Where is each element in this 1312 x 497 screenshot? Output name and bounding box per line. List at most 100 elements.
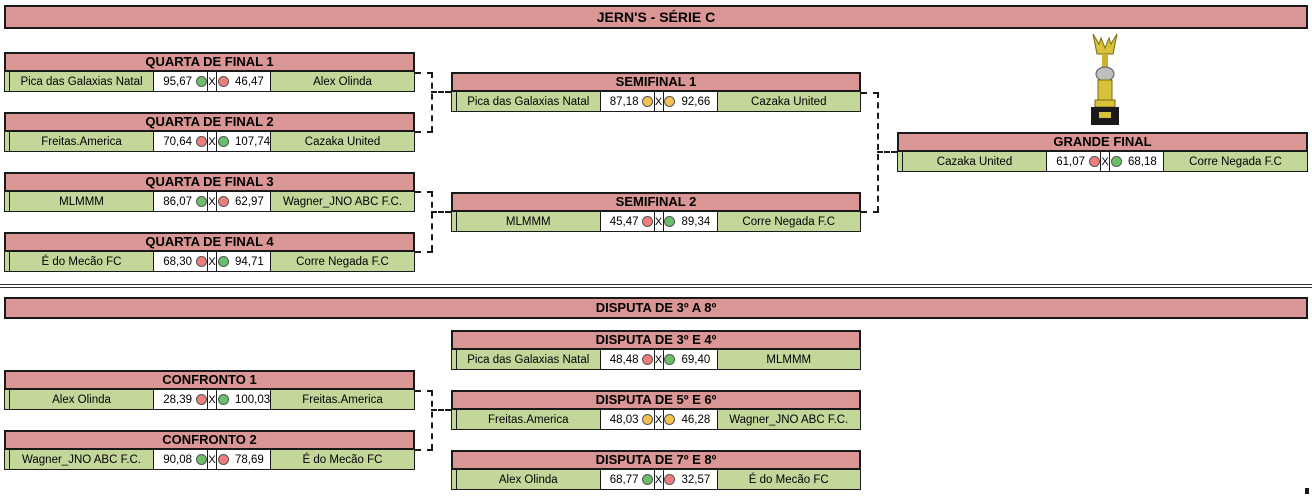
row-edge: [452, 470, 457, 489]
qf4-match-row[interactable]: É do Mecão FC 68,30 X 94,71 Corre Negada…: [4, 252, 415, 272]
vs-marker: X: [653, 410, 664, 429]
loss-indicator-icon: [195, 390, 207, 409]
sf2-away-score: 89,34: [675, 212, 718, 231]
qf2-match-row[interactable]: Freitas.America 70,64 X 107,74 Cazaka Un…: [4, 132, 415, 152]
sf2-away-team: Corre Negada F.C: [742, 215, 836, 228]
win-indicator-icon: [217, 252, 229, 271]
vs-marker: X: [207, 192, 217, 211]
qf3-away-team: Wagner_JNO ABC F.C.: [282, 195, 403, 208]
qf2-header: QUARTA DE FINAL 2: [4, 112, 415, 132]
row-edge: [5, 132, 10, 151]
vs-marker: X: [653, 470, 664, 489]
bracket-connector: [431, 390, 433, 450]
row-edge: [452, 350, 457, 369]
trophy-icon: [1091, 33, 1119, 125]
vs-marker: X: [653, 92, 664, 111]
loss-indicator-icon: [195, 132, 207, 151]
win-indicator-icon: [217, 390, 229, 409]
qf1-match-row[interactable]: Pica das Galaxias Natal 95,67 X 46,47 Al…: [4, 72, 415, 92]
win-indicator-icon: [641, 470, 654, 489]
p34-header: DISPUTA DE 3º E 4º: [451, 330, 861, 350]
win-indicator-icon: [663, 212, 676, 231]
sf1-header: SEMIFINAL 1: [451, 72, 861, 92]
p56-home-score: 48,03: [599, 410, 642, 429]
section-divider: [0, 284, 1312, 285]
bracket-connector: [415, 251, 433, 253]
qf1-home-score: 95,67: [153, 72, 195, 91]
bracket-connector: [415, 191, 433, 193]
sf2-home-score: 45,47: [599, 212, 642, 231]
draw-indicator-icon: [663, 410, 676, 429]
bracket-connector: [415, 449, 433, 451]
qf1-home-team: Pica das Galaxias Natal: [20, 75, 143, 88]
vs-marker: X: [1100, 152, 1110, 171]
qf3-header: QUARTA DE FINAL 3: [4, 172, 415, 192]
qf4-away-score: 94,71: [229, 252, 271, 271]
c1-header: CONFRONTO 1: [4, 370, 415, 390]
qf4-home-team: É do Mecão FC: [41, 255, 122, 268]
vs-marker: X: [653, 350, 664, 369]
qf2-home-score: 70,64: [153, 132, 195, 151]
sf1-match-row[interactable]: Pica das Galaxias Natal 87,18 X 92,66 Ca…: [451, 92, 861, 112]
sf2-header: SEMIFINAL 2: [451, 192, 861, 212]
c2-away-score: 78,69: [229, 450, 271, 469]
p56-home-team: Freitas.America: [487, 413, 569, 426]
bracket-connector: [415, 72, 433, 74]
qf4-header: QUARTA DE FINAL 4: [4, 232, 415, 252]
qf3-home-score: 86,07: [153, 192, 195, 211]
p56-match-row[interactable]: Freitas.America 48,03 X 46,28 Wagner_JNO…: [451, 410, 861, 430]
lower-section-title: DISPUTA DE 3º A 8º: [4, 297, 1308, 319]
row-edge: [5, 450, 10, 469]
qf3-match-row[interactable]: MLMMM 86,07 X 62,97 Wagner_JNO ABC F.C.: [4, 192, 415, 212]
sf1-home-score: 87,18: [599, 92, 642, 111]
p34-match-row[interactable]: Pica das Galaxias Natal 48,48 X 69,40 ML…: [451, 350, 861, 370]
sf1-home-team: Pica das Galaxias Natal: [467, 95, 590, 108]
final-away-score: 68,18: [1122, 152, 1164, 171]
vs-marker: X: [207, 132, 217, 151]
final-away-team: Corre Negada F.C: [1189, 155, 1282, 168]
row-edge: [898, 152, 903, 171]
row-edge: [5, 192, 10, 211]
p34-away-score: 69,40: [675, 350, 718, 369]
bracket-connector: [861, 92, 879, 94]
final-header: GRANDE FINAL: [897, 132, 1308, 152]
row-edge: [5, 252, 10, 271]
bracket-connector: [431, 409, 451, 411]
sf2-match-row[interactable]: MLMMM 45,47 X 89,34 Corre Negada F.C: [451, 212, 861, 232]
bracket-connector: [431, 72, 433, 132]
row-edge: [452, 410, 457, 429]
qf2-away-team: Cazaka United: [304, 135, 381, 148]
c1-away-score: 100,03: [229, 390, 271, 409]
draw-indicator-icon: [641, 92, 654, 111]
qf1-away-score: 46,47: [229, 72, 271, 91]
win-indicator-icon: [663, 350, 676, 369]
c1-match-row[interactable]: Alex Olinda 28,39 X 100,03 Freitas.Ameri…: [4, 390, 415, 410]
p78-away-score: 32,57: [675, 470, 718, 489]
draw-indicator-icon: [663, 92, 676, 111]
qf1-away-team: Alex Olinda: [313, 75, 372, 88]
p78-match-row[interactable]: Alex Olinda 68,77 X 32,57 É do Mecão FC: [451, 470, 861, 490]
bracket-connector: [877, 151, 897, 153]
bracket-connector: [415, 390, 433, 392]
loss-indicator-icon: [1088, 152, 1100, 171]
sf2-home-team: MLMMM: [505, 215, 551, 228]
bracket-connector: [431, 211, 451, 213]
loss-indicator-icon: [641, 212, 654, 231]
p34-away-team: MLMMM: [766, 353, 812, 366]
p78-home-team: Alex Olinda: [498, 473, 558, 486]
p78-away-team: É do Mecão FC: [748, 473, 829, 486]
c1-away-team: Freitas.America: [302, 393, 383, 406]
loss-indicator-icon: [217, 450, 229, 469]
loss-indicator-icon: [663, 470, 676, 489]
bracket-connector: [861, 211, 879, 213]
qf3-home-team: MLMMM: [59, 195, 104, 208]
c2-match-row[interactable]: Wagner_JNO ABC F.C. 90,08 X 78,69 É do M…: [4, 450, 415, 470]
bracket-connector: [431, 191, 433, 251]
qf2-away-score: 107,74: [229, 132, 271, 151]
loss-indicator-icon: [195, 252, 207, 271]
c2-home-team: Wagner_JNO ABC F.C.: [21, 453, 142, 466]
vs-marker: X: [207, 450, 217, 469]
final-match-row[interactable]: Cazaka United 61,07 X 68,18 Corre Negada…: [897, 152, 1308, 172]
sheet-corner-mark: [1305, 488, 1309, 494]
win-indicator-icon: [195, 72, 207, 91]
